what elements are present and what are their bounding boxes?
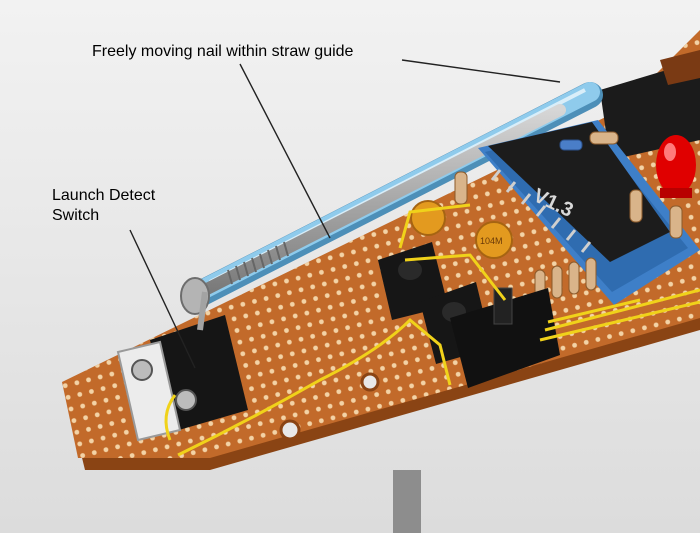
launch-detect-switch bbox=[116, 291, 248, 442]
yellow-wires bbox=[164, 203, 700, 457]
annotation-lines bbox=[129, 59, 561, 369]
connector-header bbox=[600, 60, 700, 160]
microcontroller: V1.3 bbox=[478, 120, 700, 305]
launch-switch-annotation-line2: Switch bbox=[52, 207, 100, 224]
launch-switch-annotation-line1: Launch Detect bbox=[52, 187, 156, 204]
nail-guide-annotation: Freely moving nail within straw guide bbox=[92, 43, 354, 60]
red-led bbox=[656, 135, 696, 198]
resistors bbox=[454, 131, 683, 303]
capacitor-marking: 104M bbox=[480, 236, 503, 246]
mounting-bracket bbox=[393, 470, 421, 533]
